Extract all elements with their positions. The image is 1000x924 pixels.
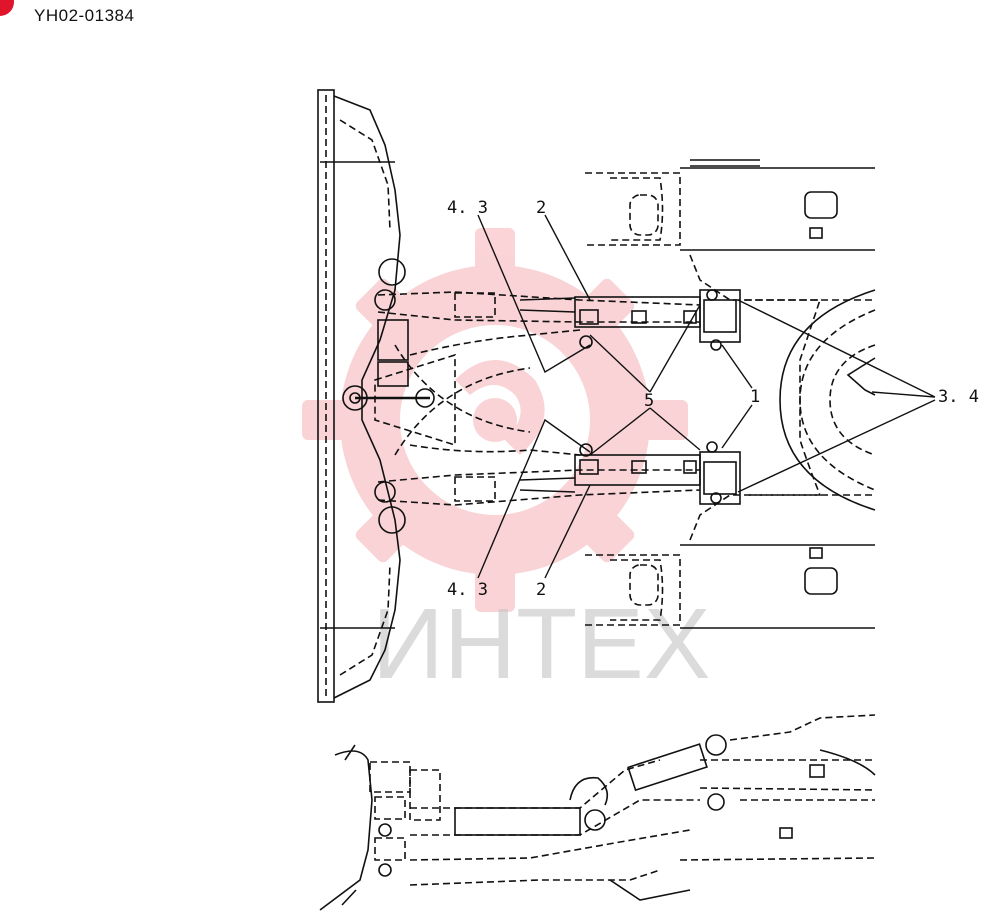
callout-3-4: 3. 4 [938, 387, 979, 407]
blade-side-view [319, 714, 876, 911]
push-frame-and-cylinders [355, 258, 741, 534]
callout-5: 5 [644, 391, 654, 411]
watermark-text: ИНТЕХ [372, 588, 711, 700]
callout-1: 1 [750, 387, 760, 407]
watermark-gear-logo [302, 228, 688, 612]
document-id: YH02-01384 [34, 6, 135, 25]
callout-4-3-top: 4. 3 [447, 198, 488, 218]
callout-4-3-bottom: 4. 3 [447, 580, 488, 600]
callouts: 4. 3 4. 3 2 2 5 1 3. 4 [447, 198, 979, 600]
callout-2-bottom: 2 [536, 580, 546, 600]
blade-top-view [317, 89, 401, 703]
watermark [302, 228, 688, 612]
callout-2-top: 2 [536, 198, 546, 218]
tractor-frame-top-view [585, 159, 876, 629]
